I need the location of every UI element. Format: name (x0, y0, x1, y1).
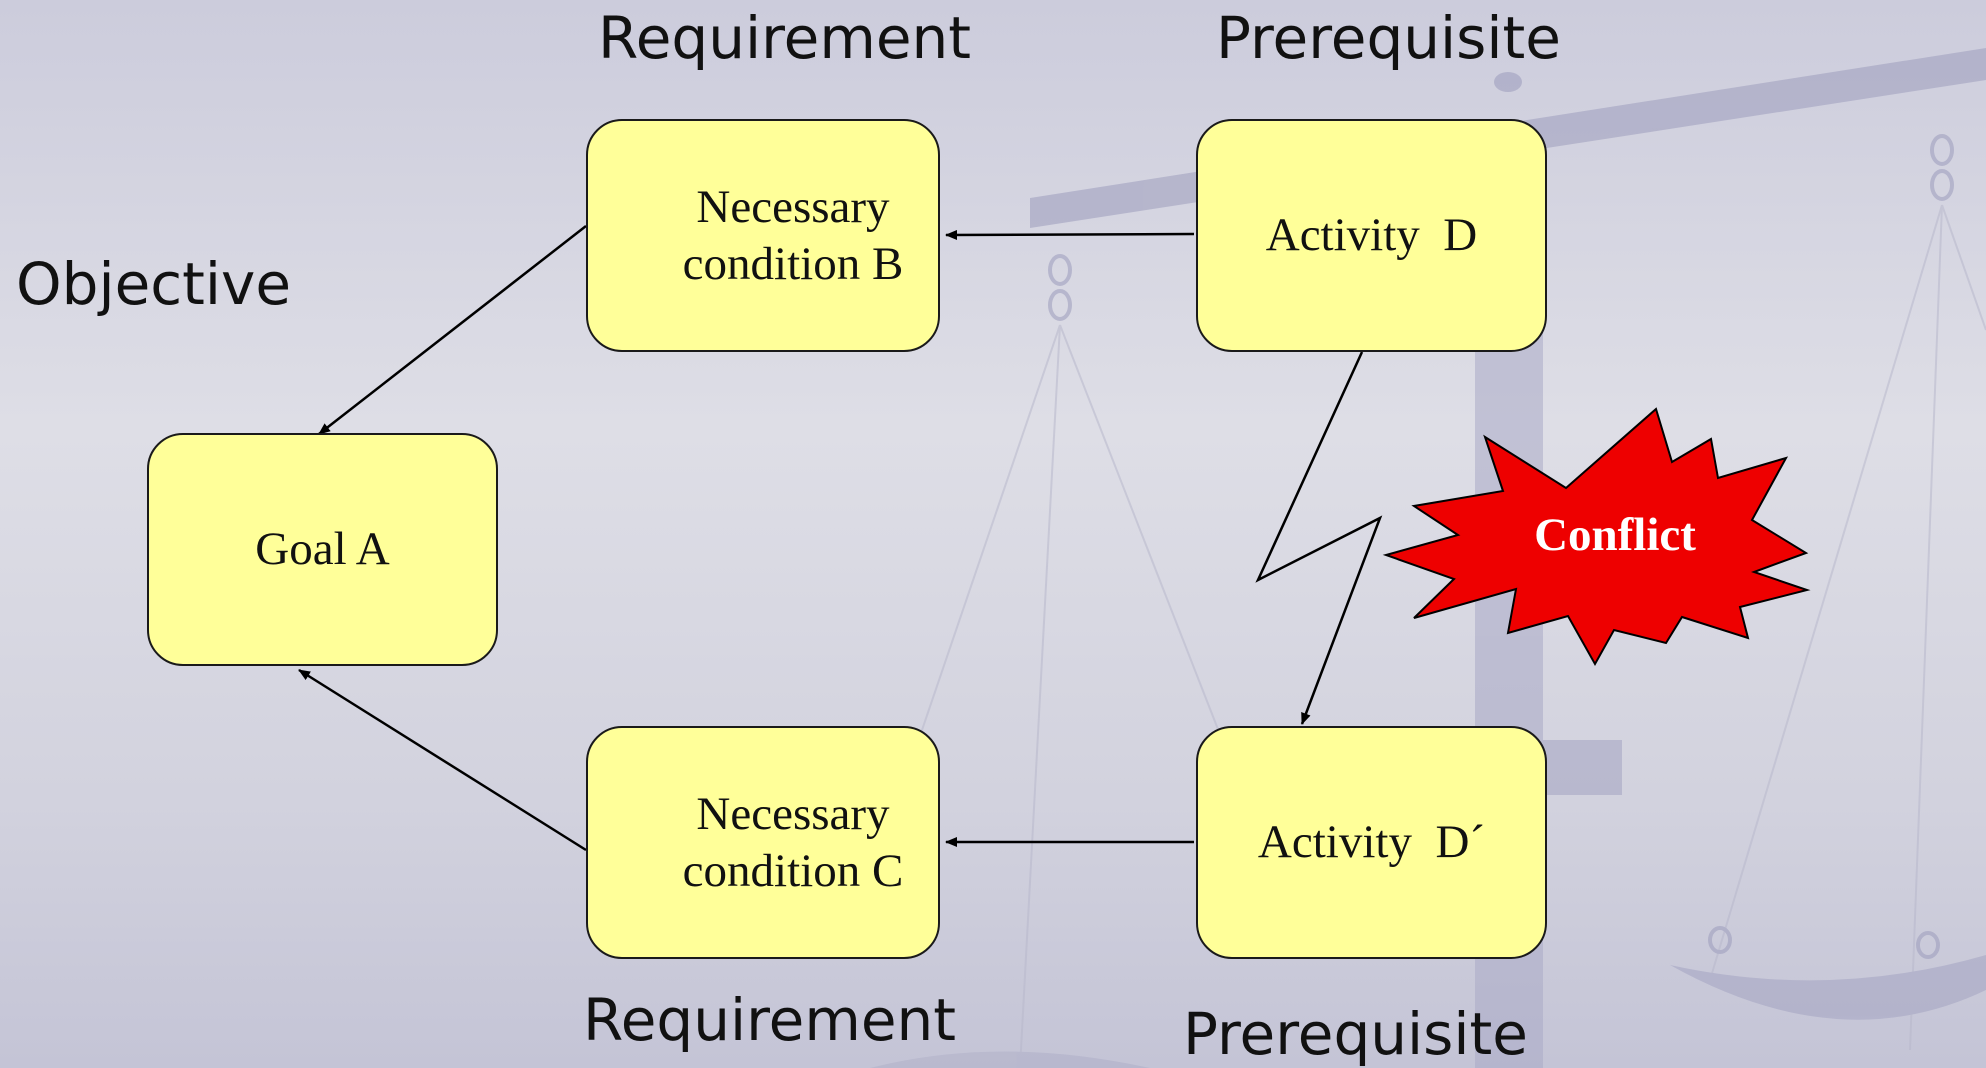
node-necessary-condition-c: Necessary condition C (586, 726, 940, 959)
arrow-condition-b-to-goal (318, 225, 587, 435)
label-requirement-top: Requirement (598, 4, 972, 72)
node-necessary-condition-b: Necessary condition B (586, 119, 940, 352)
conflict-label: Conflict (1534, 509, 1696, 561)
node-goal-a-label: Goal A (255, 523, 390, 576)
arrow-activity-d-to-condition-b (945, 229, 1195, 240)
conflict-starburst (1382, 407, 1811, 667)
node-condition-b-label: Necessary condition B (682, 181, 904, 290)
arrow-condition-c-to-goal (298, 668, 587, 852)
node-activity-d-prime-label: Activity D´ (1257, 816, 1486, 869)
label-prerequisite-top: Prerequisite (1216, 4, 1561, 72)
label-objective: Objective (16, 250, 292, 318)
label-prerequisite-bottom: Prerequisite (1183, 1000, 1528, 1068)
node-goal-a: Goal A (147, 433, 498, 666)
label-requirement-bottom: Requirement (583, 986, 957, 1054)
node-activity-d: Activity D (1196, 119, 1547, 352)
node-activity-d-label: Activity D (1265, 209, 1478, 262)
node-condition-c-label: Necessary condition C (682, 788, 904, 897)
node-activity-d-prime: Activity D´ (1196, 726, 1547, 959)
conflict-lightning-arrow (1255, 351, 1383, 725)
